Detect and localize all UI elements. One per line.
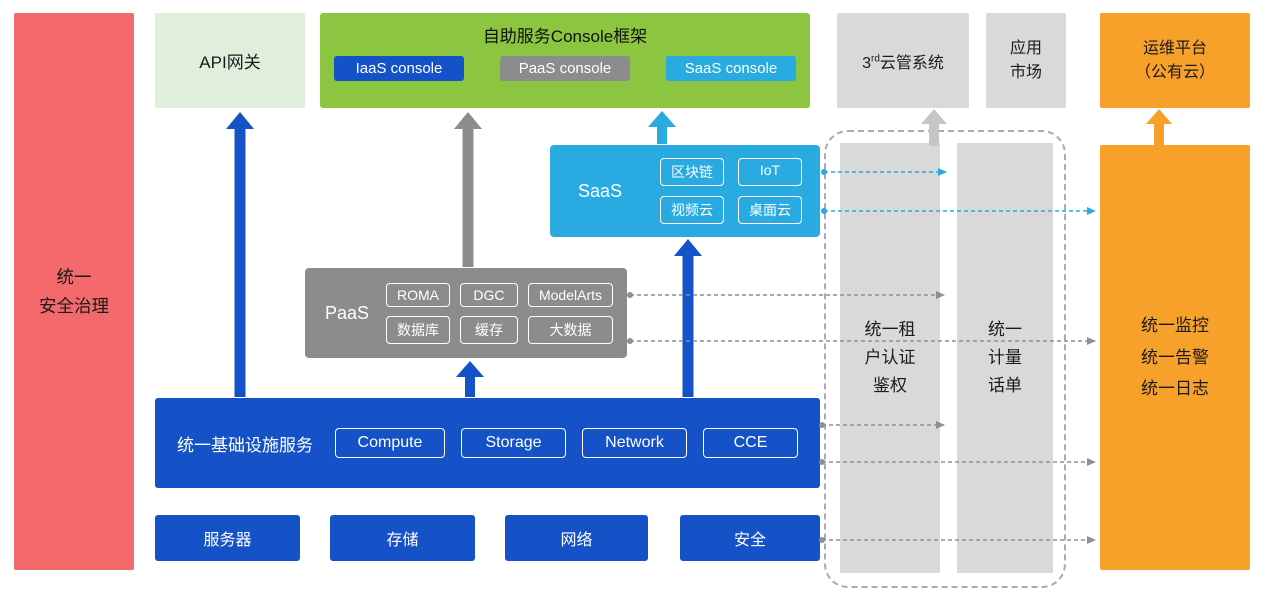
third-cloud-label: 3rd云管系统 (862, 53, 944, 72)
infrastructure-chip-row: Compute Storage Network CCE (335, 428, 798, 458)
security-governance-bar: 统一 安全治理 (14, 13, 134, 570)
api-gateway-box: API网关 (155, 13, 305, 108)
arrow-infra-to-paas (456, 361, 484, 397)
arrow-infra-to-api-gateway (226, 112, 254, 397)
paas-box: PaaS ROMA DGC ModelArts 数据库 缓存 大数据 (305, 268, 627, 358)
paas-chip-modelarts: ModelArts (527, 282, 613, 307)
paas-chip-bigdata: 大数据 (527, 315, 613, 344)
paas-label: PaaS (325, 302, 370, 323)
arrow-monitor-to-om-platform (1146, 109, 1172, 146)
monitoring-bar: 统一监控 统一告警 统一日志 (1100, 145, 1250, 570)
metering-billing-bar: 统一 计量 话单 (957, 143, 1053, 573)
arrow-saas-to-console (648, 111, 676, 144)
iaas-console-chip: IaaS console (334, 56, 464, 81)
infra-chip-compute: Compute (335, 428, 445, 458)
console-frame-box: 自助服务Console框架 IaaS console PaaS console … (320, 13, 810, 108)
infrastructure-label: 统一基础设施服务 (177, 435, 313, 455)
paas-chip-cache: 缓存 (459, 315, 518, 344)
saas-console-chip: SaaS console (666, 56, 796, 81)
saas-chip-video-cloud: 视频云 (660, 196, 724, 224)
app-market-box: 应用 市场 (986, 13, 1066, 108)
arrow-paas-to-console (454, 112, 482, 267)
paas-chip-roma: ROMA (385, 282, 450, 307)
hw-storage-box: 存储 (330, 515, 475, 561)
paas-chip-grid: ROMA DGC ModelArts 数据库 缓存 大数据 (385, 282, 613, 344)
saas-chip-grid: 区块链 IoT 视频云 桌面云 (660, 158, 802, 224)
hw-security-box: 安全 (680, 515, 820, 561)
hw-network-box: 网络 (505, 515, 648, 561)
console-frame-title: 自助服务Console框架 (482, 27, 648, 46)
saas-chip-iot: IoT (738, 158, 802, 186)
saas-chip-desktop-cloud: 桌面云 (738, 196, 802, 224)
om-platform-box: 运维平台 （公有云） (1100, 13, 1250, 108)
hw-server-box: 服务器 (155, 515, 300, 561)
third-party-cloud-mgmt-box: 3rd云管系统 (837, 13, 969, 108)
infra-chip-cce: CCE (703, 428, 798, 458)
infrastructure-services-box: 统一基础设施服务 Compute Storage Network CCE (155, 398, 820, 488)
saas-label: SaaS (578, 180, 623, 201)
tenant-auth-bar: 统一租 户认证 鉴权 (840, 143, 940, 573)
infra-chip-storage: Storage (461, 428, 566, 458)
saas-chip-blockchain: 区块链 (660, 158, 724, 186)
infra-chip-network: Network (582, 428, 687, 458)
arrow-infra-to-saas (674, 239, 702, 397)
console-chip-row: IaaS console PaaS console SaaS console (334, 56, 796, 81)
paas-chip-database: 数据库 (385, 315, 450, 344)
paas-chip-dgc: DGC (459, 282, 518, 307)
saas-box: SaaS 区块链 IoT 视频云 桌面云 (550, 145, 820, 237)
paas-console-chip: PaaS console (500, 56, 630, 81)
